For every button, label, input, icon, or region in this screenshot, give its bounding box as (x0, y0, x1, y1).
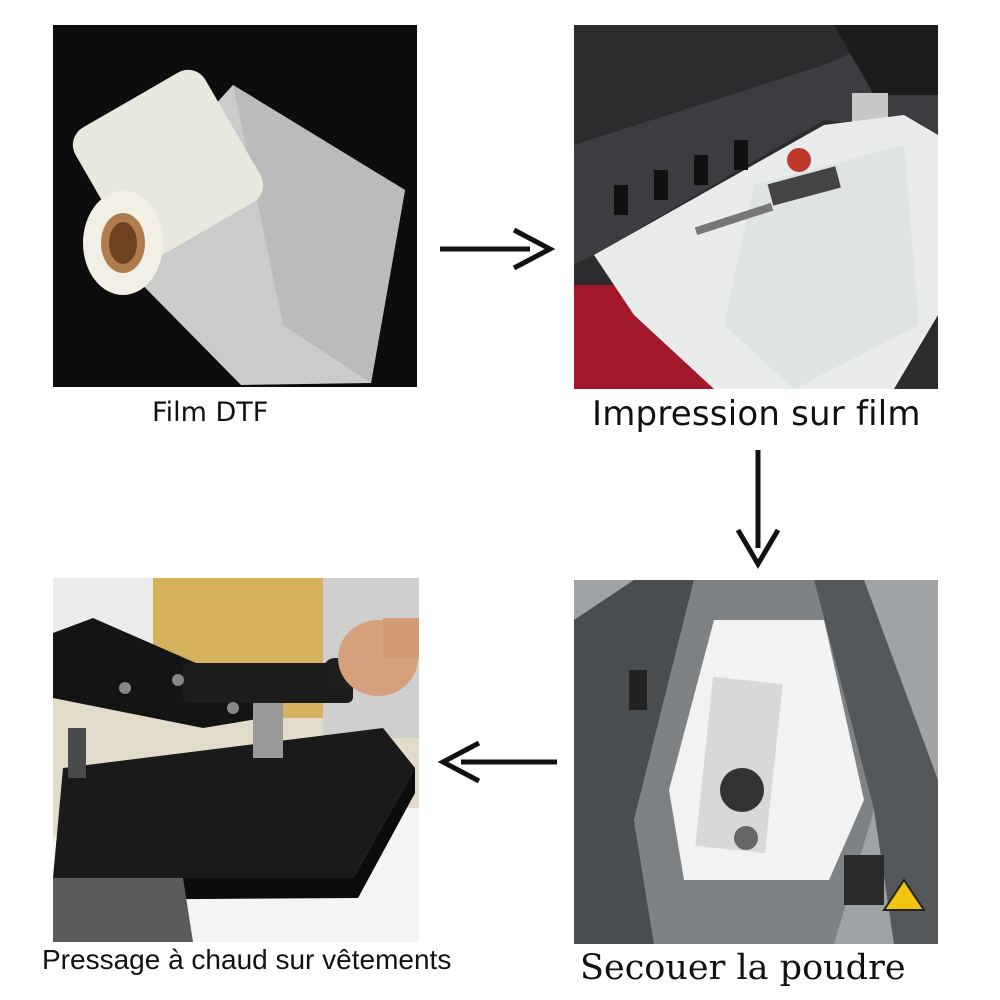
step-label-heat-press: Pressage à chaud sur vêtements (42, 944, 452, 975)
arrow-right-icon (440, 227, 556, 271)
arrow-left-icon (437, 740, 557, 784)
powder-shaker-photo (574, 580, 938, 944)
dtf-film-roll-photo (53, 25, 417, 387)
step-label-printing: Impression sur film (592, 394, 921, 434)
step-label-shake-powder: Secouer la poudre (580, 948, 906, 988)
heat-press-photo (53, 578, 419, 942)
step-label-dtf-film: Film DTF (152, 397, 269, 428)
printer-photo (574, 25, 938, 389)
arrow-down-icon (735, 450, 781, 569)
